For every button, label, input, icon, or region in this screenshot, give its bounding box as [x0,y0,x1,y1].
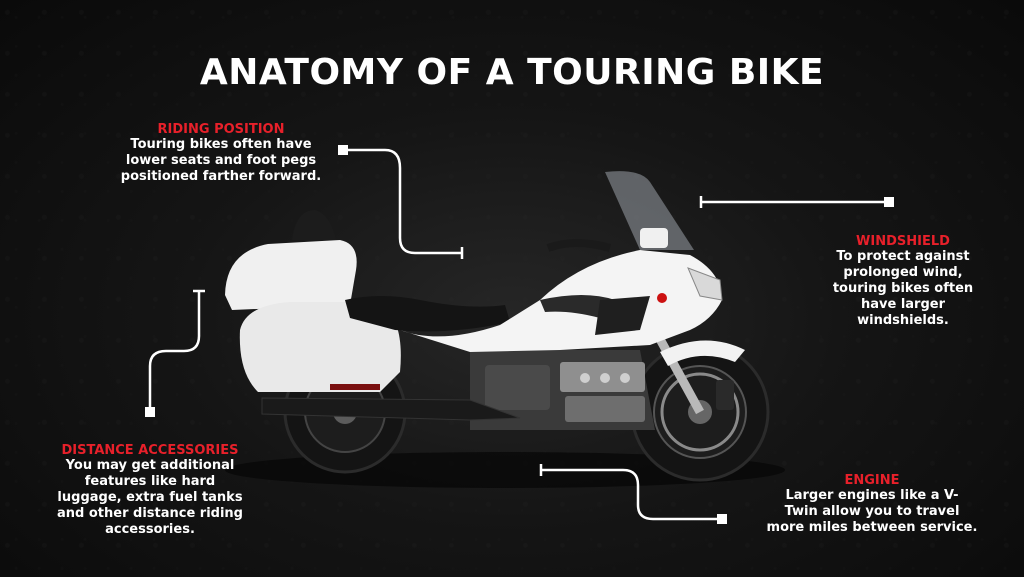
callout-distance-accessories: DISTANCE ACCESSORIES You may get additio… [50,443,250,538]
callout-engine: ENGINE Larger engines like a V- Twin all… [762,473,982,536]
callout-body: Larger engines like a V- Twin allow you … [766,488,978,535]
seat [345,296,510,332]
callout-body: You may get additional features like har… [57,458,243,537]
callout-heading: WINDSHIELD [856,234,950,249]
callout-heading: ENGINE [844,473,900,488]
callout-heading: RIDING POSITION [157,122,285,137]
side-panel [595,296,650,335]
callout-heading: DISTANCE ACCESSORIES [61,443,239,458]
top-box [225,240,357,310]
callout-riding-position: RIDING POSITION Touring bikes often have… [116,122,326,185]
headlight [687,267,723,301]
windshield [605,171,694,250]
riding-position-marker [338,145,348,155]
mirror [640,228,668,248]
exhaust-pipe [261,397,521,421]
engine-block [470,350,655,430]
windshield-marker [884,197,894,207]
front-fork [651,327,704,415]
saddlebag [239,302,401,392]
callout-windshield: WINDSHIELD To protect against prolonged … [808,234,998,329]
backrest [292,210,336,240]
brand-emblem [657,293,667,303]
rear-reflector [330,384,380,390]
distance-accessories-leader [148,291,201,412]
engine-leader [541,468,722,521]
riding-position-leader [345,148,462,255]
front-fender [660,340,745,366]
distance-accessories-marker [145,407,155,417]
engine-marker [717,514,727,524]
handlebar [546,239,612,252]
page-title: ANATOMY OF A TOURING BIKE [199,52,825,93]
callout-body: To protect against prolonged wind, touri… [832,249,974,328]
callout-body: Touring bikes often have lower seats and… [120,137,322,184]
fairing-trim [540,295,615,318]
